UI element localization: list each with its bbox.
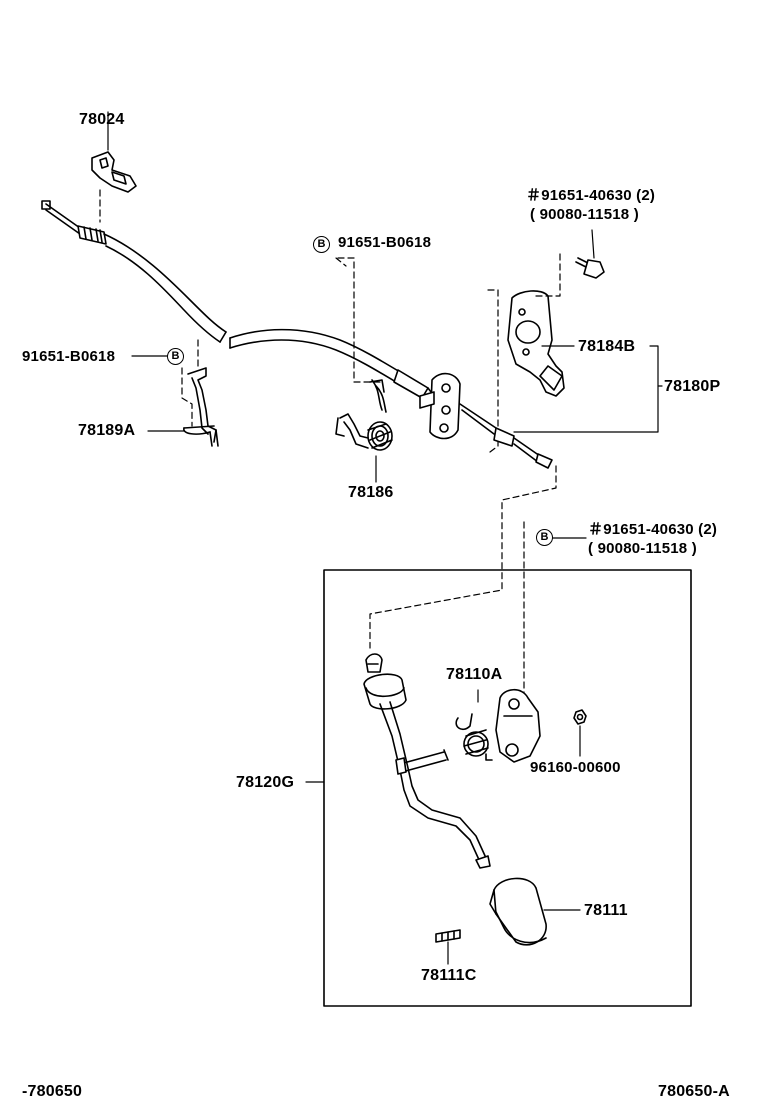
nut-96160 — [573, 709, 587, 757]
pedal-assembly-box — [323, 569, 692, 1007]
pin-78111C — [435, 929, 461, 965]
part-label-91651-B0618-top: 91651-B0618 — [338, 234, 432, 251]
footer-left-code: -780650 — [22, 1083, 83, 1100]
part-label-91651-40630-mid: ＃91651-40630 (2) — [588, 521, 718, 538]
spring-78110A — [455, 713, 493, 761]
part-label-78024: 78024 — [79, 111, 125, 128]
bolt-91651-40630-top — [575, 229, 605, 279]
accelerator-cable — [41, 200, 435, 403]
part-label-78189A: 78189A — [78, 422, 136, 439]
spring-78186 — [335, 379, 393, 451]
clamp-78024 — [91, 111, 137, 193]
part-label-96160-00600: 96160-00600 — [530, 759, 621, 776]
badge-b-mid: B — [536, 529, 553, 546]
pedal-cable — [493, 427, 553, 469]
part-label-78111: 78111 — [584, 902, 628, 919]
badge-b-top: B — [313, 236, 330, 253]
footer-right-code: 780650-A — [658, 1083, 730, 1100]
linkage-lever — [419, 372, 497, 440]
part-label-78110A: 78110A — [446, 666, 503, 683]
pedal-pad-78111 — [489, 877, 581, 946]
part-label-78186: 78186 — [348, 484, 394, 501]
part-label-90080-11518-top: ( 90080-11518 ) — [530, 206, 639, 223]
pedal-lever-78120G — [363, 653, 491, 869]
part-label-78120G: 78120G — [236, 774, 295, 791]
plate-78184B — [507, 290, 565, 397]
bracket-78110A — [495, 688, 541, 763]
part-label-78184B: 78184B — [578, 338, 636, 355]
badge-b-left: B — [167, 348, 184, 365]
part-label-78111C: 78111C — [421, 967, 477, 984]
part-label-91651-40630-top: ＃91651-40630 (2) — [526, 187, 656, 204]
part-label-90080-11518-mid: ( 90080-11518 ) — [588, 540, 697, 557]
part-label-78180P: 78180P — [664, 378, 721, 395]
bracket-78189A — [183, 367, 219, 447]
part-label-91651-B0618-left: 91651-B0618 — [22, 348, 116, 365]
